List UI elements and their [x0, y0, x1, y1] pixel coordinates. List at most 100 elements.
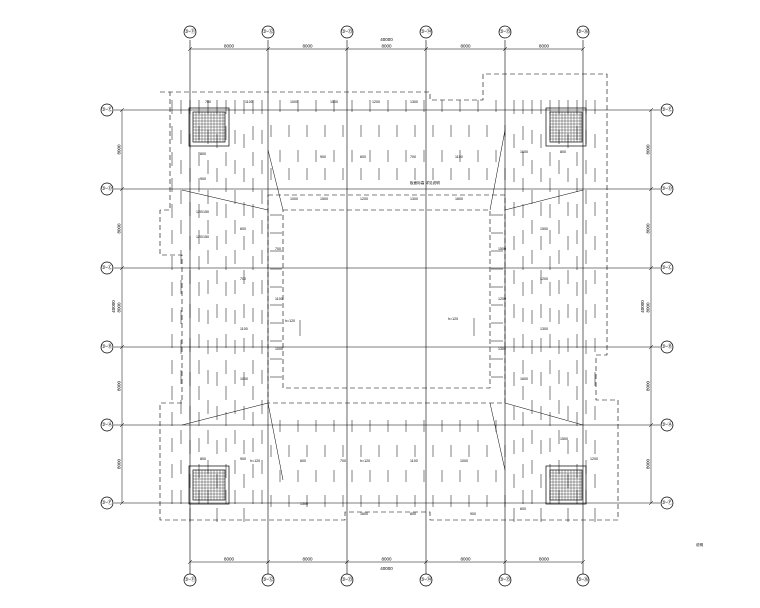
beam-size-label: 1300 [410, 100, 418, 104]
grid-bubble-label: ③-Ⓐ [101, 420, 113, 428]
grid-bubble-label: ③-⑮ [499, 27, 511, 35]
grid-bubble [340, 573, 354, 587]
grid-bubble-label: ③-Ⓐ [661, 420, 673, 428]
building-outline [159, 73, 619, 521]
dimension-tick [344, 559, 350, 565]
beam-size-label: 1000 [290, 100, 298, 104]
beam-size-label: 1500 [330, 100, 338, 104]
dimension-value: 8000 [302, 557, 313, 562]
dimension-value: 8000 [117, 144, 122, 155]
grid-bubble [576, 25, 590, 39]
dimension-total: 40000 [380, 37, 393, 42]
dimension-value: 8000 [117, 223, 122, 234]
dimension-tick [119, 265, 125, 271]
grid-bubble [660, 496, 674, 510]
grid-bubble [660, 261, 674, 275]
beam-size-label: 1000 [240, 377, 248, 381]
shaft-frame [188, 465, 230, 505]
slab-top-note: 板面标高 详见说明 [410, 180, 440, 185]
grid-bubble [419, 573, 433, 587]
dimension-tick [648, 186, 654, 192]
grid-bubble-label: ③-⑪ [184, 27, 196, 35]
shaft-frame [545, 465, 587, 505]
beam-size-label: 1300 [540, 327, 548, 331]
beam-size-label: 1100 [410, 459, 418, 463]
corner-diagonal-beam [267, 402, 284, 481]
beam-size-label: 1500 [498, 247, 506, 251]
beam-size-label: 1500 [560, 437, 568, 441]
dimension-tick [580, 559, 586, 565]
grid-bubble [498, 25, 512, 39]
grid-bubble-label: ③-Ⓕ [101, 498, 113, 506]
grid-bubble [660, 103, 674, 117]
grid-bubble-label: ③-⑫ [262, 575, 274, 583]
corner-diagonal-beam [489, 129, 506, 211]
beam-size-label: 1300 [410, 197, 418, 201]
grid-bubble-label: ③-Ⓓ [101, 184, 113, 192]
beam-size-label: 1500 [320, 197, 328, 201]
beam-size-label: 1600 [360, 512, 368, 516]
beam-size-label: 1200 [590, 457, 598, 461]
grid-bubble [100, 182, 114, 196]
beam-size-label: 1300 [498, 347, 506, 351]
beam-size-label: 1100 [245, 100, 253, 104]
grid-bubble [183, 25, 197, 39]
dimension-tick [502, 46, 508, 52]
slab-label-center-right: h=120 [448, 317, 458, 321]
shaft-frame [545, 107, 587, 147]
shaft-frame [188, 107, 230, 147]
dimension-value: 8000 [381, 44, 392, 49]
grid-bubble [660, 182, 674, 196]
beam-size-label: 1100 [275, 297, 283, 301]
dimension-value: 8000 [539, 557, 550, 562]
grid-bubble-label: ③-⑯ [577, 575, 589, 583]
slab-label-left-b: 120/150 [196, 235, 209, 239]
dimension-value: 8000 [646, 380, 651, 391]
beam-size-label: 700 [410, 155, 416, 159]
beam-size-label: 1100 [455, 155, 463, 159]
beam-size-label: 1000 [290, 197, 298, 201]
grid-bubble [100, 261, 114, 275]
dimension-tick [648, 265, 654, 271]
dimension-tick [648, 344, 654, 350]
dimension-tick [119, 422, 125, 428]
dimension-tick [119, 344, 125, 350]
grid-bubble-label: ③-Ⓒ [101, 263, 113, 271]
dimension-tick [119, 500, 125, 506]
beam-size-label: 1500 [540, 227, 548, 231]
beam-size-label: 900 [240, 457, 246, 461]
dimension-tick [423, 46, 429, 52]
dimension-value: 8000 [646, 302, 651, 313]
dimension-value: 8000 [539, 44, 550, 49]
dimension-total: 40000 [111, 300, 116, 313]
slab-label-left-a: 120/150 [196, 210, 209, 214]
shaft-openings [188, 107, 587, 505]
grid-bubble-label: ③-Ⓓ [661, 184, 673, 192]
grid-bubble [419, 25, 433, 39]
beam-size-label: 1200 [540, 277, 548, 281]
grid-bubble-label: ③-⑭ [420, 27, 432, 35]
dimension-tick [648, 107, 654, 113]
beam-size-label: 1200 [498, 297, 506, 301]
grid-bubble [261, 573, 275, 587]
beam-size-label: 700 [275, 247, 281, 251]
dimension-value: 8000 [460, 557, 471, 562]
dimension-total: 40000 [380, 566, 393, 571]
grid-bubble-label: ③-Ⓑ [661, 342, 673, 350]
grid-bubble [660, 418, 674, 432]
grid-bubble [576, 573, 590, 587]
grid-bubble-label: ③-Ⓑ [101, 342, 113, 350]
corner-diagonal-beam [489, 402, 506, 471]
beam-size-label: 600 [240, 227, 246, 231]
grid-bubble [100, 340, 114, 354]
dimension-tick [187, 46, 193, 52]
dimension-value: 8000 [224, 44, 235, 49]
slab-label-bottom-mid: h=120 [360, 459, 370, 463]
dimension-tick [423, 559, 429, 565]
central-courtyard-edge [267, 194, 506, 404]
dimension-tick [119, 186, 125, 192]
beam-size-label: 600 [520, 507, 526, 511]
grid-axis-lines [114, 40, 660, 576]
grid-bubble [498, 573, 512, 587]
